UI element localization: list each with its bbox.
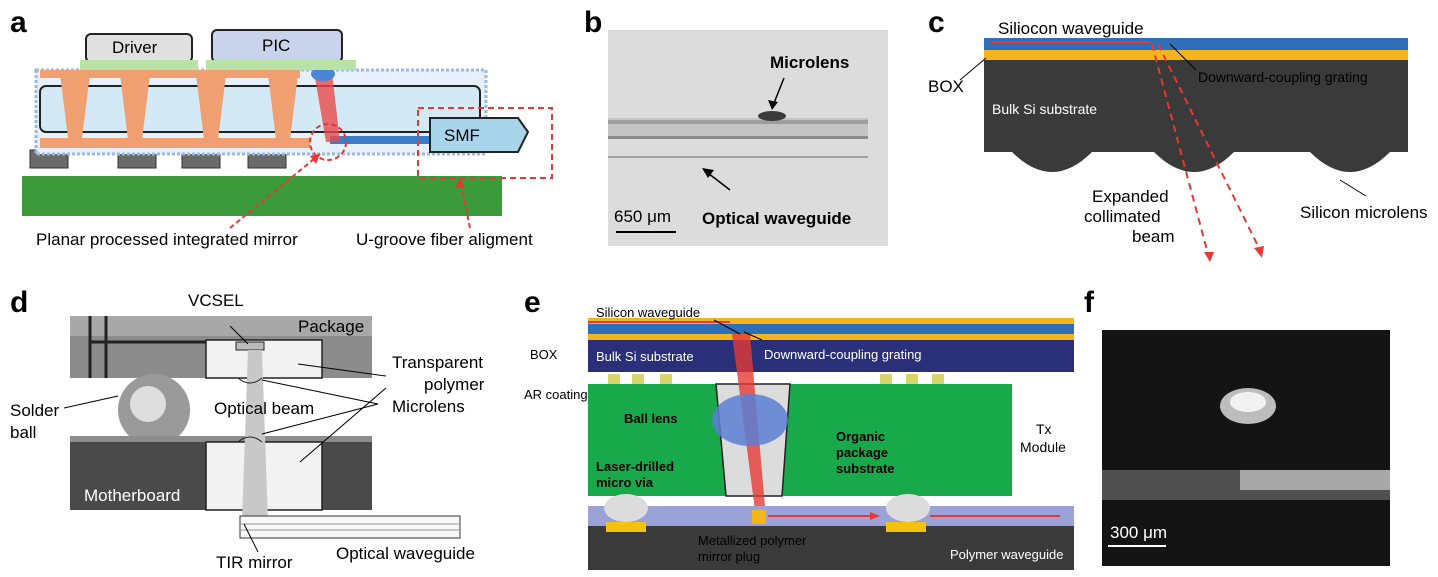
copper-vias	[40, 70, 310, 148]
ball-lens-label: Ball lens	[624, 411, 678, 426]
si-waveguide-layer-e	[588, 324, 1074, 334]
box-layer	[984, 50, 1408, 60]
mirror-plug	[752, 510, 766, 524]
si-waveguide-label-c: Siliocon waveguide	[998, 19, 1144, 38]
tx-label-2: Module	[1020, 439, 1066, 455]
polymer-waveguide-label: Polymer waveguide	[950, 547, 1064, 562]
microlens-label-b: Microlens	[770, 53, 850, 72]
ball-lens	[712, 394, 788, 446]
grating-label-c: Downward-coupling grating	[1198, 69, 1368, 85]
laser-label-2: micro via	[596, 475, 654, 490]
beam-label-c-2: collimated	[1084, 207, 1161, 226]
optical-beam-label: Optical beam	[214, 399, 315, 418]
panel-a-letter: a	[10, 6, 27, 39]
panel-b-letter: b	[584, 6, 603, 39]
panel-f-letter: f	[1084, 286, 1094, 319]
optical-waveguide-d	[239, 515, 461, 539]
optical-waveguide-bar	[330, 136, 520, 144]
panel-f: f 300 μm	[1080, 284, 1438, 577]
u-groove-box	[417, 107, 553, 179]
scale-label-b: 650 μm	[614, 207, 672, 226]
panel-a: a Driver PIC SMF Planar processed integr…	[0, 0, 560, 280]
silicon-microlenses	[1012, 152, 1390, 172]
ar-label-e: AR coating	[524, 387, 588, 402]
vcsel-label: VCSEL	[188, 291, 244, 310]
si-waveguide-label-e: Silicon waveguide	[596, 305, 701, 320]
driver-label: Driver	[112, 38, 158, 57]
bulk-si-label-e: Bulk Si substrate	[596, 349, 694, 364]
grating-label-e: Downward-coupling grating	[764, 347, 922, 362]
plug-label-2: mirror plug	[698, 549, 761, 564]
organic-label-2: package	[836, 445, 889, 460]
organic-label-3: substrate	[836, 461, 895, 476]
optical-beam-d	[242, 350, 268, 522]
substrate-label-c: Bulk Si substrate	[992, 101, 1098, 117]
panel-d-letter: d	[10, 286, 29, 319]
smf-label: SMF	[444, 126, 480, 145]
pic-label: PIC	[262, 36, 291, 55]
panel-b: b Microlens Optical waveguide 650 μm	[580, 0, 900, 280]
beam-label-c-1: Expanded	[1092, 187, 1169, 206]
ugroove-caption: U-groove fiber aligment	[356, 230, 533, 249]
panel-b-diagram	[608, 77, 868, 233]
tx-label-1: Tx	[1036, 421, 1052, 437]
panel-e-diagram	[588, 318, 1074, 570]
beam-lens	[311, 67, 335, 81]
tir-label: TIR mirror	[216, 553, 293, 572]
laser-label-1: Laser-drilled	[596, 459, 675, 474]
panel-c-diagram	[959, 38, 1408, 262]
box-label-c: BOX	[928, 77, 964, 96]
micrograph-f	[1102, 330, 1390, 566]
waveguide-core	[39, 85, 481, 133]
organic-label-1: Organic	[836, 429, 886, 444]
panel-c-letter: c	[928, 6, 945, 39]
bulk-si-e	[588, 340, 1074, 372]
microlens-label-c: Silicon microlens	[1300, 203, 1428, 222]
vcsel-chip	[235, 341, 265, 351]
panel-d-diagram	[63, 316, 461, 553]
transparent-label-2: polymer	[424, 375, 485, 394]
optical-waveguide-label-d: Optical waveguide	[336, 544, 475, 563]
solder-label-1: Solder	[10, 401, 60, 420]
mirror-highlight	[309, 123, 347, 161]
beam-label-c-3: beam	[1132, 227, 1175, 246]
panel-e: e Silicon waveguide BOX Bulk Si substrat…	[520, 284, 1080, 577]
organic-substrate	[588, 384, 1012, 496]
pcb-board	[22, 176, 502, 216]
panel-f-diagram	[1102, 388, 1390, 547]
waveguide-label-b: Optical waveguide	[702, 209, 852, 228]
si-waveguide-layer	[984, 38, 1408, 50]
scale-label-f: 300 μm	[1110, 523, 1168, 542]
panel-a-diagram	[22, 29, 553, 229]
panel-e-letter: e	[524, 286, 541, 319]
microlens-bump	[758, 111, 786, 121]
mirror-caption: Planar processed integrated mirror	[36, 230, 298, 249]
motherboard-label: Motherboard	[84, 486, 181, 505]
microlens-label-d: Microlens	[392, 397, 465, 416]
package-label: Package	[298, 317, 365, 336]
solder-label-2: ball	[10, 423, 37, 442]
plug-label-1: Metallized polymer	[698, 533, 807, 548]
panel-d: d VCSEL Package Transparent polymer Sold…	[0, 284, 520, 577]
transparent-label-1: Transparent	[392, 353, 484, 372]
panel-c: c Siliocon waveguide BOX Downward-coupli…	[920, 0, 1438, 280]
bumps-top-e	[608, 374, 944, 384]
box-label-e: BOX	[530, 347, 558, 362]
smf-fiber	[429, 117, 530, 153]
bulk-substrate	[984, 60, 1408, 152]
